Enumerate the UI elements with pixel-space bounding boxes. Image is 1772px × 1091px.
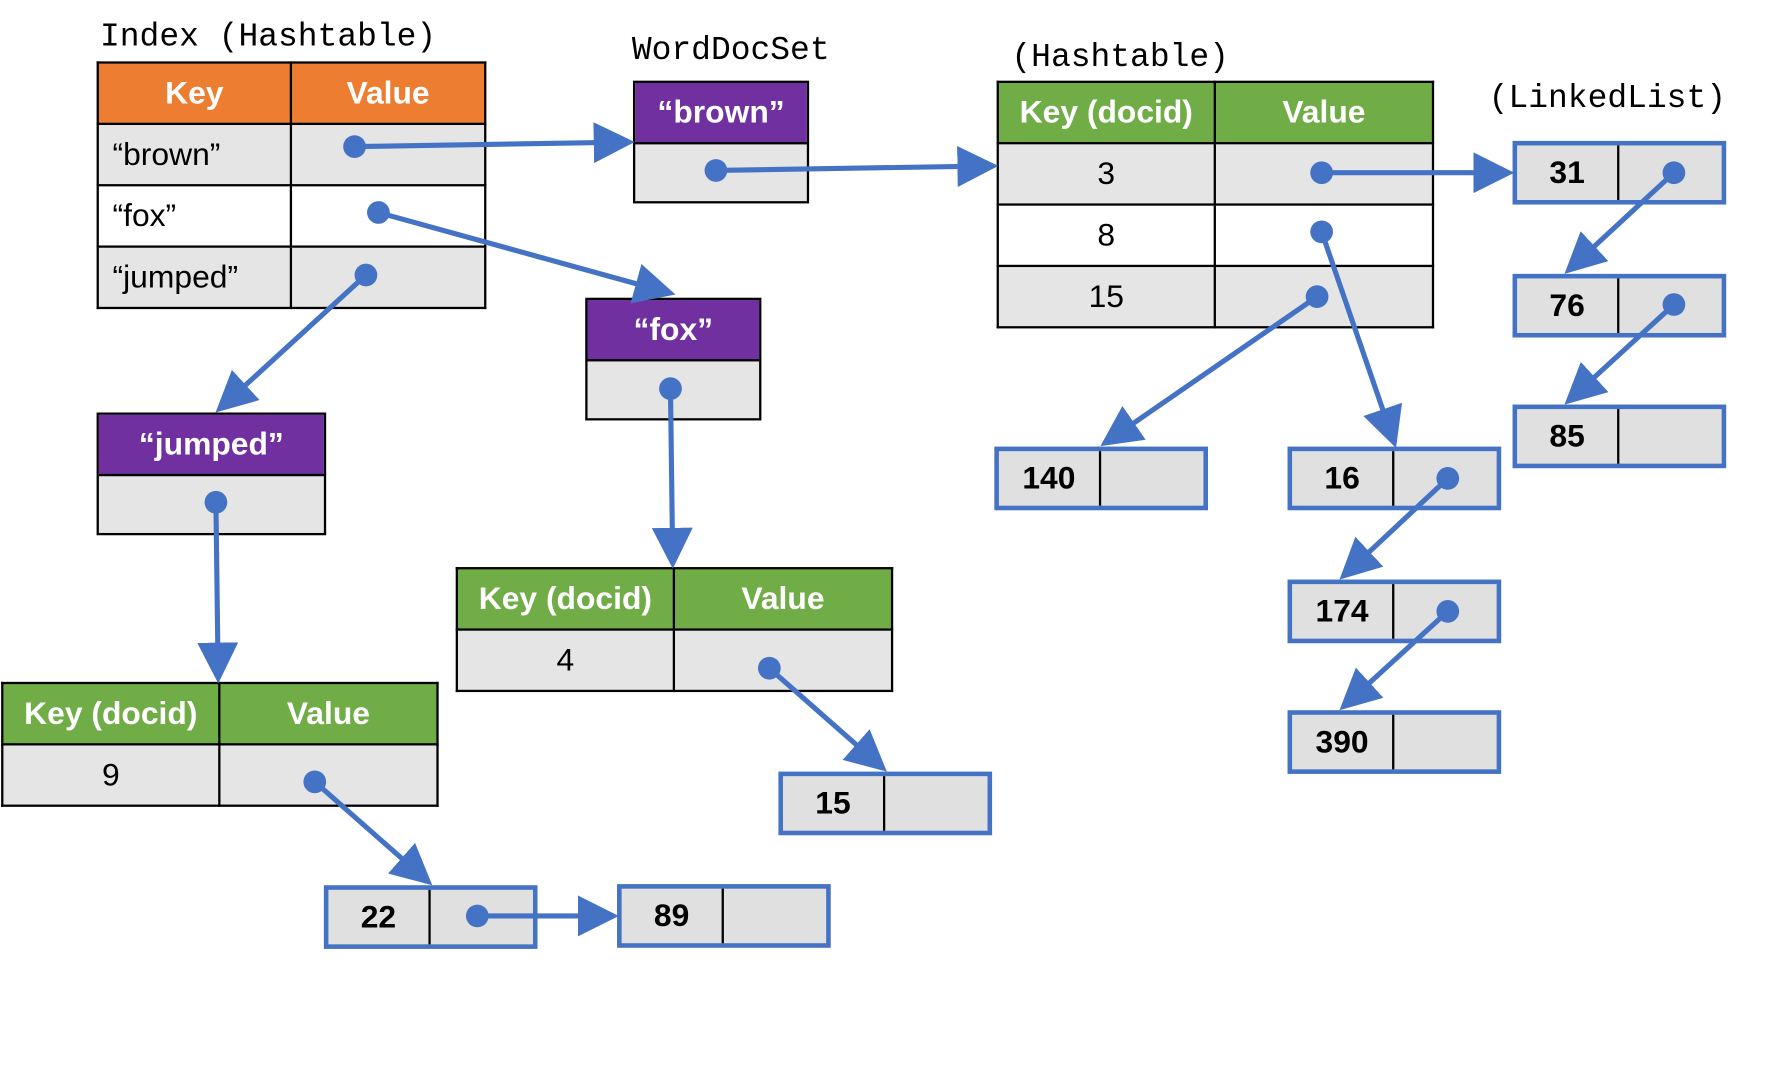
pointer-arrow [1339, 609, 1450, 711]
index-key-fox: “fox” [96, 184, 293, 248]
pointer-origin-dot [1662, 161, 1686, 185]
linkedlist-caption: (LinkedList) [1488, 79, 1727, 118]
worddocset-jumped-title: “jumped” [98, 414, 324, 477]
list-node-value: 390 [1292, 714, 1395, 770]
index-caption: Index (Hashtable) [100, 18, 437, 56]
index-key-jumped: “jumped” [96, 245, 293, 310]
pointer-origin-dot [1310, 161, 1333, 185]
doc-table-brown: Key (docid) Value 3 8 15 [996, 80, 1435, 329]
fox-docid-4: 4 [455, 628, 676, 693]
pointer-origin-dot [1436, 467, 1460, 490]
list-node-value: 76 [1517, 278, 1620, 333]
fox-value-header: Value [672, 567, 894, 631]
pointer-origin-dot [1305, 285, 1329, 308]
list-node-brown-3-0: 31 [1512, 140, 1727, 205]
pointer-origin-dot [659, 377, 682, 401]
pointer-origin-dot [1436, 600, 1460, 623]
pointer-arrow [1564, 302, 1676, 405]
worddocset-brown: “brown” [632, 80, 810, 204]
pointer-arrow [1319, 230, 1403, 449]
list-node-value: 15 [783, 776, 886, 831]
pointer-arrow [715, 146, 999, 187]
list-node-fox-4-0: 15 [778, 771, 993, 836]
pointer-origin-dot [465, 904, 489, 928]
pointer-origin-dot [1310, 220, 1333, 244]
hashtable-caption: (Hashtable) [1011, 38, 1229, 77]
list-node-value: 22 [328, 889, 431, 945]
pointer-arrow [651, 388, 693, 569]
pointer-arrow [313, 779, 433, 886]
pointer-origin-dot [354, 263, 378, 287]
fox-key-header: Key (docid) [455, 567, 676, 631]
list-node-value: 140 [999, 451, 1102, 506]
pointer-origin-dot [757, 656, 781, 680]
list-node-value: 174 [1292, 584, 1395, 639]
list-node-value: 85 [1517, 409, 1620, 464]
pointer-origin-dot [204, 490, 228, 514]
list-node-brown-15-0: 140 [994, 446, 1208, 511]
index-key-header: Key [96, 61, 293, 126]
list-node-jumped-9-1: 89 [617, 884, 831, 948]
pointer-arrow [1100, 294, 1319, 447]
brown-docid-15: 15 [996, 264, 1216, 329]
worddocset-caption: WordDocSet [631, 31, 830, 70]
pointer-origin-dot [704, 159, 728, 182]
pointer-arrow [377, 210, 676, 304]
list-node-brown-3-1: 76 [1512, 273, 1727, 338]
worddocset-fox-title: “fox” [587, 300, 760, 362]
pointer-origin-dot [303, 770, 327, 794]
brown-docid-3: 3 [996, 142, 1216, 206]
index-value-header: Value [289, 61, 487, 126]
index-value-jumped [289, 245, 487, 310]
worddocset-fox: “fox” [585, 297, 762, 421]
pointer-arrow [197, 502, 239, 684]
doc-table-jumped: Key (docid) Value 9 [1, 681, 439, 807]
list-node-value: 31 [1517, 145, 1620, 201]
brown-value-header: Value [1213, 80, 1435, 145]
pointer-arrow [767, 666, 887, 772]
pointer-arrow [1564, 170, 1676, 274]
worddocset-brown-title: “brown” [635, 82, 807, 145]
jumped-key-header: Key (docid) [1, 681, 221, 746]
brown-docid-8: 8 [996, 203, 1216, 268]
jumped-value-header: Value [218, 681, 439, 746]
list-node-brown-8-0: 16 [1287, 446, 1502, 511]
index-key-brown: “brown” [96, 122, 293, 187]
list-node-brown-3-2: 85 [1512, 404, 1727, 469]
pointer-origin-dot [1662, 293, 1686, 316]
list-node-value: 16 [1292, 451, 1395, 506]
list-node-value: 89 [622, 888, 724, 944]
index-value-brown [289, 122, 487, 187]
list-node-brown-8-1: 174 [1287, 579, 1502, 644]
brown-value-15 [1213, 264, 1435, 329]
pointer-arrow [354, 122, 635, 164]
pointer-origin-dot [343, 135, 366, 158]
index-table: Key Value “brown” “fox” “jumped” [96, 61, 487, 310]
pointer-arrow [1339, 476, 1450, 580]
list-node-brown-8-2: 390 [1287, 710, 1502, 774]
brown-key-header: Key (docid) [996, 80, 1216, 145]
pointer-arrows [197, 122, 1686, 937]
pointer-origin-dot [367, 201, 390, 224]
pointer-arrow [215, 273, 368, 413]
jumped-docid-9: 9 [1, 743, 221, 807]
worddocset-jumped: “jumped” [96, 412, 327, 536]
